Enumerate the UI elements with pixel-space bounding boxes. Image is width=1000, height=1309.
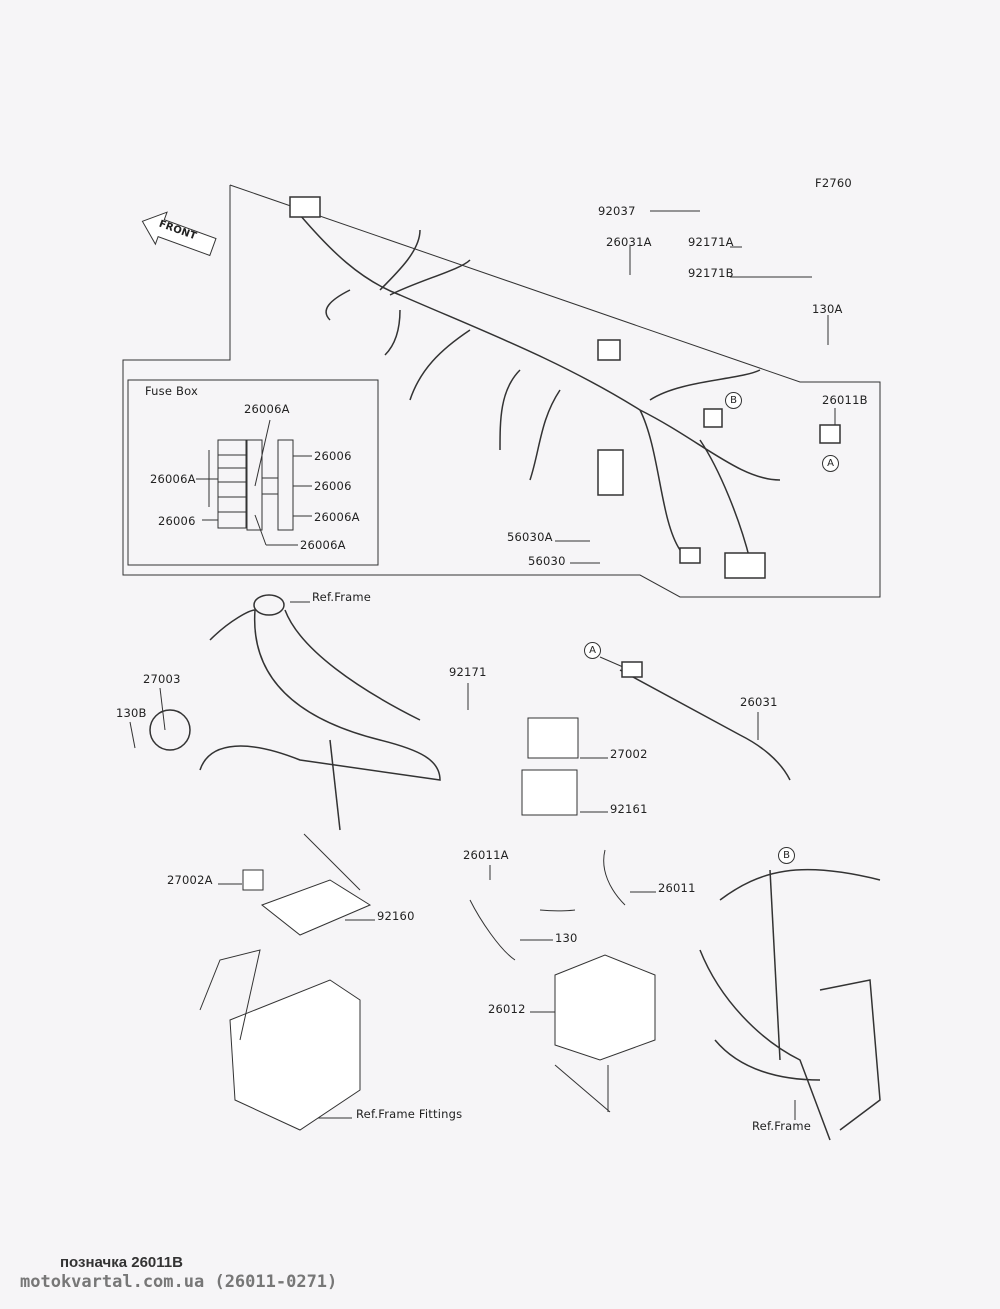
marker-b: B bbox=[725, 392, 742, 409]
ref-frame-label: Ref.Frame bbox=[312, 590, 372, 604]
part-label-92171B[interactable]: 92171B bbox=[688, 266, 734, 280]
fuse-box-drawing bbox=[196, 419, 312, 546]
ecu-drawing bbox=[521, 717, 579, 816]
harness-outline-box bbox=[122, 184, 881, 598]
marker-b: B bbox=[778, 847, 795, 864]
part-label-26011A[interactable]: 26011A bbox=[463, 848, 509, 862]
battery-case-drawing bbox=[199, 869, 372, 1131]
part-label-130A[interactable]: 130A bbox=[812, 302, 843, 316]
fuse-label: 26006A bbox=[300, 538, 346, 552]
part-label-27003[interactable]: 27003 bbox=[143, 672, 181, 686]
fuse-label: 26006A bbox=[314, 510, 360, 524]
rear-frame-drawing bbox=[699, 868, 881, 1141]
ref-frame-fittings-label: Ref.Frame Fittings bbox=[356, 1107, 463, 1121]
diagram-code: F2760 bbox=[815, 176, 852, 190]
part-label-92171[interactable]: 92171 bbox=[449, 665, 487, 679]
leader-lines bbox=[129, 210, 836, 1120]
part-label-92037[interactable]: 92037 bbox=[598, 204, 636, 218]
marker-a: A bbox=[584, 642, 601, 659]
part-label-92161[interactable]: 92161 bbox=[610, 802, 648, 816]
part-label-56030[interactable]: 56030 bbox=[528, 554, 566, 568]
part-label-56030A[interactable]: 56030A bbox=[507, 530, 553, 544]
part-label-26012[interactable]: 26012 bbox=[488, 1002, 526, 1016]
main-harness-drawing bbox=[289, 196, 841, 579]
part-label-130[interactable]: 130 bbox=[555, 931, 578, 945]
caption: позначка 26011B bbox=[60, 1254, 183, 1271]
fuse-label: 26006A bbox=[150, 472, 196, 486]
ref-frame-label: Ref.Frame bbox=[752, 1119, 812, 1133]
sub-harness-drawing bbox=[619, 661, 791, 781]
battery-drawing bbox=[469, 849, 656, 1061]
fuse-label: 26006A bbox=[244, 402, 290, 416]
part-label-92171A[interactable]: 92171A bbox=[688, 235, 734, 249]
marker-a: A bbox=[822, 455, 839, 472]
part-label-26031A[interactable]: 26031A bbox=[606, 235, 652, 249]
frame-drawing bbox=[149, 594, 441, 831]
part-label-27002A[interactable]: 27002A bbox=[167, 873, 213, 887]
fuse-label: 26006 bbox=[158, 514, 196, 528]
part-label-26031[interactable]: 26031 bbox=[740, 695, 778, 709]
fuse-label: 26006 bbox=[314, 449, 352, 463]
part-label-27002[interactable]: 27002 bbox=[610, 747, 648, 761]
fuse-box-title: Fuse Box bbox=[145, 384, 198, 398]
fuse-label: 26006 bbox=[314, 479, 352, 493]
source-watermark: motokvartal.com.ua (26011-0271) bbox=[20, 1272, 338, 1292]
front-arrow-icon bbox=[141, 211, 217, 257]
part-label-92160[interactable]: 92160 bbox=[377, 909, 415, 923]
part-label-26011[interactable]: 26011 bbox=[658, 881, 696, 895]
part-label-130B[interactable]: 130B bbox=[116, 706, 147, 720]
part-label-26011B[interactable]: 26011B bbox=[822, 393, 868, 407]
